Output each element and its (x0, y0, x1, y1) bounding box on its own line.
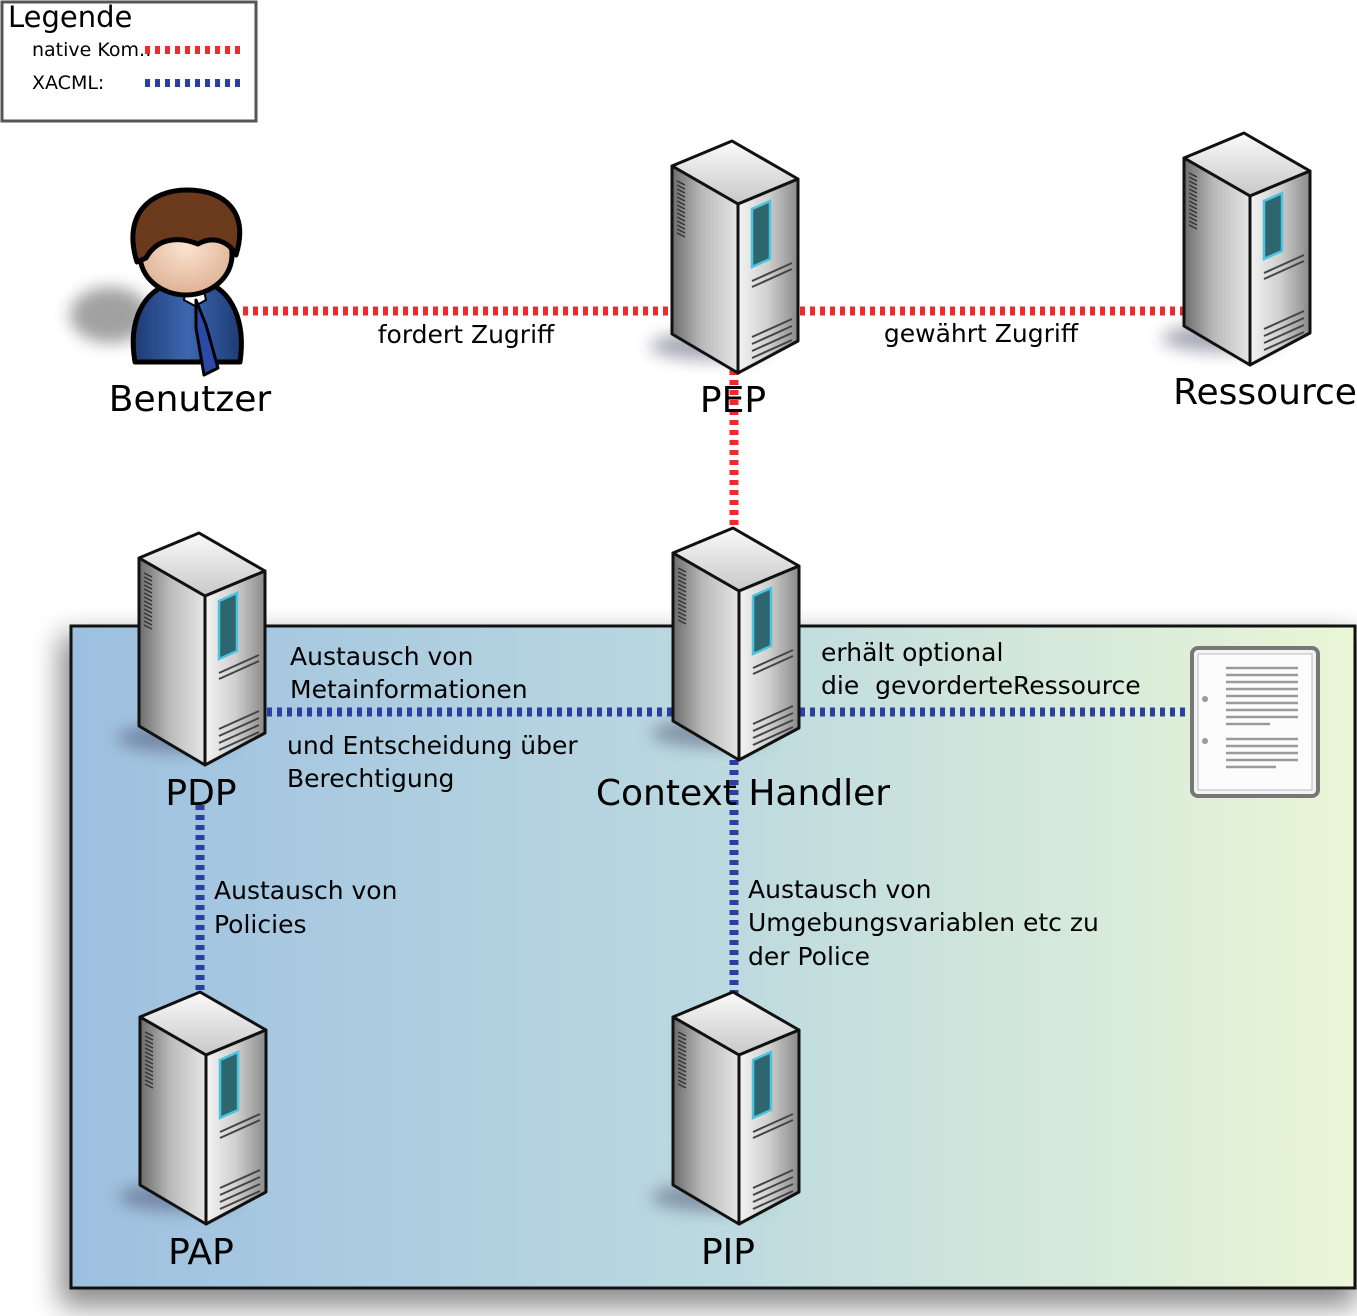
edge-label-pdp-pap-line1: Austausch von (214, 876, 397, 905)
server-icon-pep (650, 141, 798, 373)
node-label-pdp: PDP (165, 773, 236, 814)
edge-label-pdp-ch-line1: Austausch von (290, 642, 473, 671)
server-icon-context-handler (651, 528, 799, 760)
edge-label-ch-pip-line3: der Police (748, 942, 870, 971)
node-label-pap: PAP (168, 1232, 234, 1273)
user-icon (70, 187, 244, 377)
edge-label-ch-pip-line2: Umgebungsvariablen etc zu (748, 908, 1099, 937)
node-label-pip: PIP (701, 1232, 755, 1273)
edge-label-pdp-ch-line2: Metainformationen (290, 675, 528, 704)
node-label-context-handler: Context Handler (596, 773, 890, 814)
legend-box (0, 0, 258, 123)
legend-native-label: native Kom.: (32, 39, 151, 61)
edge-label-ch-doc-line1: erhält optional (821, 638, 1003, 667)
legend-title: Legende (8, 0, 132, 34)
connections (195, 306, 1188, 995)
legend-xacml-label: XACML: (32, 72, 104, 94)
server-icon-resource (1162, 133, 1310, 365)
edge-label-pdp-ch-line3: und Entscheidung über (287, 731, 578, 760)
server-icon-pip (651, 992, 799, 1224)
edge-label-user-pep: fordert Zugriff (378, 320, 555, 349)
legend: Legende native Kom.: XACML: (0, 0, 258, 123)
server-icon-pap (118, 992, 266, 1224)
node-label-pep: PEP (700, 380, 766, 421)
edge-label-pep-resource: gewährt Zugriff (884, 319, 1079, 348)
edge-label-pdp-ch-line4: Berechtigung (287, 764, 454, 793)
server-icon-pdp (117, 533, 265, 765)
node-label-user: Benutzer (109, 379, 272, 420)
node-label-resource: Ressource (1173, 372, 1357, 413)
edge-label-pdp-pap-line2: Policies (214, 910, 306, 939)
edge-label-ch-doc-line2: die gevorderteRessource (821, 671, 1141, 700)
document-icon (1190, 646, 1320, 798)
edge-label-ch-pip-line1: Austausch von (748, 875, 931, 904)
